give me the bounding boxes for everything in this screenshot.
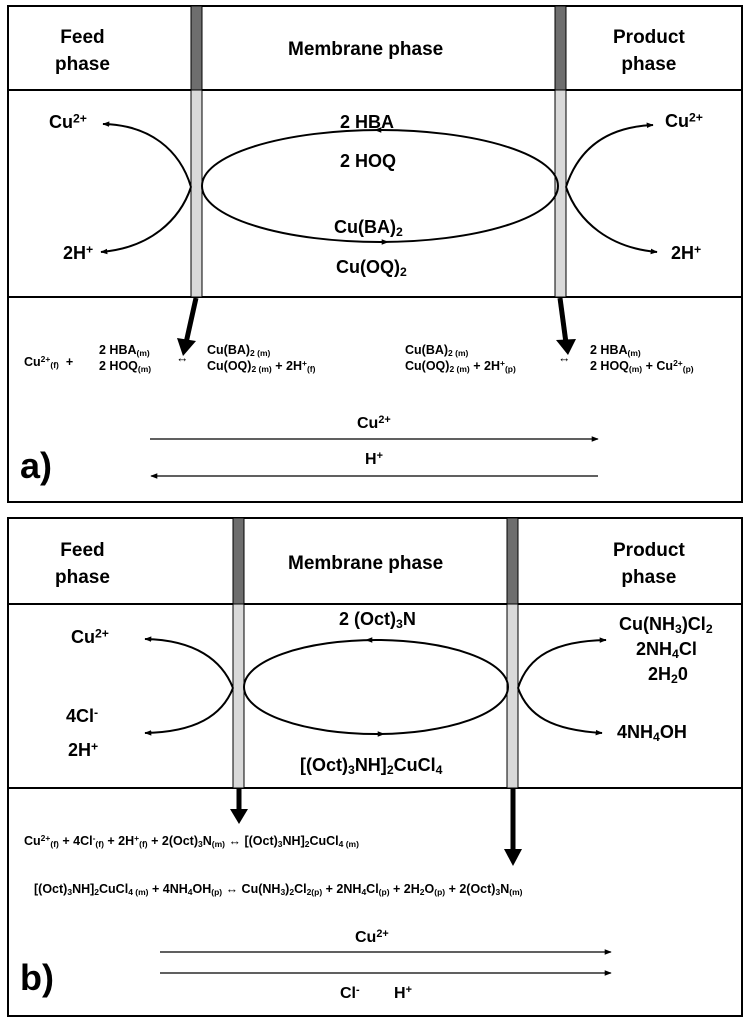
species-product1-b: Cu(NH3)Cl2 xyxy=(619,614,713,637)
panel-a-graphics xyxy=(7,5,743,503)
product-h-arrow-a xyxy=(565,186,658,255)
pointer-right-a xyxy=(557,297,569,344)
equation-left-a-reactant: 2 HBA(m)2 HOQ(m) xyxy=(99,343,152,374)
membrane-phase-header-b: Membrane phase xyxy=(288,553,444,574)
pointer-left-head-a xyxy=(177,338,196,356)
species-complex-b: [(Oct)3NH]2CuCl4 xyxy=(300,755,443,778)
membrane-left-a xyxy=(190,89,203,298)
species-h-feed-a: 2H+ xyxy=(63,242,94,263)
pointer-left-a xyxy=(183,297,199,344)
species-cu-feed-b: Cu2+ xyxy=(71,626,109,647)
species-product3-b: 2H20 xyxy=(648,664,688,687)
flux-cl-label-b: Cl- xyxy=(340,984,360,1002)
panel-a-frame xyxy=(7,5,743,503)
product-cu-arrow-a xyxy=(565,122,654,188)
membrane-left-cap-a xyxy=(190,5,203,91)
equation-right-a-arrow: ↔ xyxy=(558,351,571,365)
equation-right-a-product: 2 HBA(m)2 HOQ(m) + Cu2+(p) xyxy=(590,343,694,374)
membrane-right-cap-a xyxy=(554,5,567,91)
species-hoq-a: 2 HOQ xyxy=(340,151,397,171)
panel-b-label: b) xyxy=(20,957,54,998)
membrane-right-b xyxy=(506,603,519,789)
equation-2-b: [(Oct)3NH]2CuCl4 (m) + 4NH4OH(p) ↔ Cu(NH… xyxy=(34,882,523,898)
species-strip-b: 4NH4OH xyxy=(617,722,687,745)
equation-1-b: Cu2+(f) + 4Cl-(f) + 2H+(f) + 2(Oct)3N(m)… xyxy=(24,833,359,850)
product-arrow-b xyxy=(517,637,607,689)
pointer-right-head-b xyxy=(504,849,522,866)
species-cl-feed-b: 4Cl- xyxy=(66,705,99,726)
feed-cu-arrow-b xyxy=(144,636,234,689)
feed-cl-arrow-b xyxy=(144,687,234,736)
equation-left-a-product: Cu(BA)2 (m)Cu(OQ)2 (m) + 2H+(f) xyxy=(207,343,316,374)
species-cuoq-a: Cu(OQ)2 xyxy=(336,257,407,280)
membrane-right-a xyxy=(554,89,567,298)
species-cu-feed-a: Cu2+ xyxy=(49,111,87,132)
species-cuba-a: Cu(BA)2 xyxy=(334,217,403,240)
species-h-product-a: 2H+ xyxy=(671,242,702,263)
flux-cu-label-a: Cu2+ xyxy=(357,414,391,432)
membrane-right-cap-b xyxy=(506,517,519,605)
pointer-left-head-b xyxy=(230,809,248,824)
panel-b-frame xyxy=(7,517,743,1017)
species-product2-b: 2NH4Cl xyxy=(636,639,697,662)
membrane-left-b xyxy=(232,603,245,789)
flux-h-label-a: H+ xyxy=(365,450,383,468)
species-cu-product-a: Cu2+ xyxy=(665,110,703,131)
panel-a-label: a) xyxy=(20,445,53,486)
membrane-phase-header-a: Membrane phase xyxy=(288,39,444,60)
equation-right-a: Cu(BA)2 (m)Cu(OQ)2 (m) + 2H+(p) xyxy=(405,343,516,374)
flux-h-label-b: H+ xyxy=(394,984,412,1002)
panel-b-graphics xyxy=(7,517,743,1017)
membrane-left-cap-b xyxy=(232,517,245,605)
species-carrier-b: 2 (Oct)3N xyxy=(339,609,416,632)
equation-left-a: Cu2+(f) + xyxy=(24,354,74,371)
feed-h-arrow-a xyxy=(100,186,192,255)
species-hba-a: 2 HBA xyxy=(340,112,395,132)
carrier-cycle-b xyxy=(243,639,509,735)
species-h-feed-b: 2H+ xyxy=(68,739,99,760)
strip-arrow-b xyxy=(517,687,603,736)
flux-cu-label-b: Cu2+ xyxy=(355,928,389,946)
feed-cu-arrow-a xyxy=(102,121,192,188)
equation-left-a-arrow: ↔ xyxy=(176,351,189,365)
pointer-right-head-a xyxy=(556,339,576,355)
